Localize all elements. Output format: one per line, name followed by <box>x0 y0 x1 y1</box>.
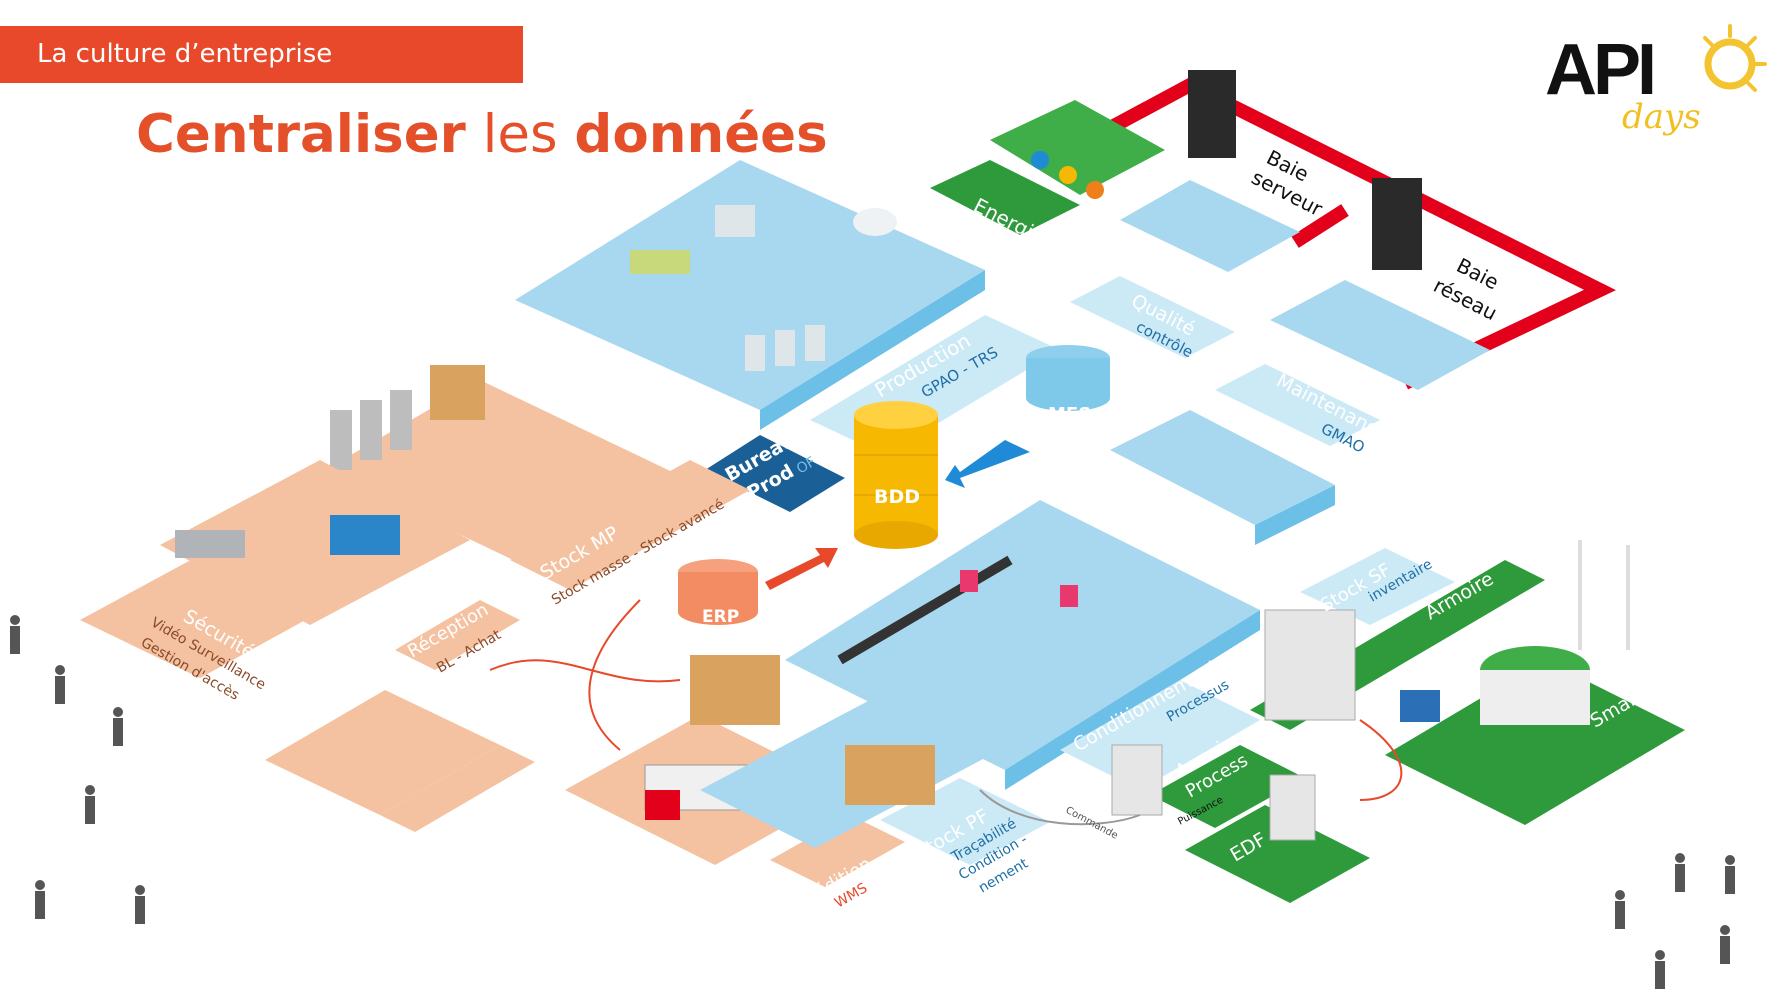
stock-sf-room <box>1110 410 1335 525</box>
solar-panel-icon <box>1400 690 1440 722</box>
tanker-icon <box>175 530 245 558</box>
reception-label-plate <box>395 600 520 670</box>
server-rack-1 <box>1188 70 1236 158</box>
water-icon <box>1031 151 1049 169</box>
label-erp: ERP <box>702 607 739 627</box>
page-title: Centraliser les données <box>136 104 828 165</box>
logo-days-text: days <box>1622 97 1701 137</box>
label-mes: MES <box>1048 404 1091 425</box>
energies-room <box>990 100 1165 195</box>
stock-sf-label-plate <box>1300 548 1455 625</box>
edf-label-plate <box>1185 805 1370 903</box>
mes-to-bdd-arrow <box>945 440 1030 488</box>
administratif-room <box>265 690 500 815</box>
maintenance-label-plate <box>1215 364 1380 446</box>
title-word-centraliser: Centraliser <box>136 104 466 165</box>
people-crowd-right <box>1615 853 1735 989</box>
electricity-icon <box>1059 166 1077 184</box>
securite-area <box>160 460 470 625</box>
process-cabinet-icon <box>1111 744 1163 816</box>
quality-room <box>1120 180 1300 272</box>
maintenance-room <box>1270 280 1490 390</box>
logo-api-text: API <box>1545 30 1653 110</box>
tgbt-cabinet-icon <box>1264 609 1356 721</box>
administratif-label-plate <box>380 745 535 832</box>
title-word-les: les <box>465 104 575 165</box>
server-rack-2 <box>1372 178 1422 270</box>
stock-mp-label-plate <box>510 460 750 590</box>
quality-label-plate <box>1070 276 1235 358</box>
stock-pf-room <box>700 700 985 848</box>
section-banner: La culture d’entreprise <box>0 26 523 83</box>
edf-cabinet-icon <box>1269 774 1316 841</box>
conditionnement-room <box>785 500 1260 770</box>
label-bdd: BDD <box>874 486 920 508</box>
people-crowd-left <box>10 615 145 924</box>
expedition-label-plate <box>770 815 905 887</box>
api-days-logo: API days <box>1545 24 1767 137</box>
energies-label-plate <box>930 160 1080 235</box>
bureau-prod-plate <box>705 435 845 512</box>
erp-to-bdd-arrow <box>765 548 838 590</box>
sun-icon <box>1704 38 1756 90</box>
bdd-database <box>854 415 938 535</box>
conditionnement-label-plate <box>1060 680 1260 790</box>
truck-icon <box>330 515 400 555</box>
gas-icon <box>1086 181 1104 199</box>
armoire-process-label-plate <box>1150 745 1305 828</box>
title-word-donnees: données <box>574 104 828 165</box>
smart-grid-area <box>1385 660 1685 825</box>
